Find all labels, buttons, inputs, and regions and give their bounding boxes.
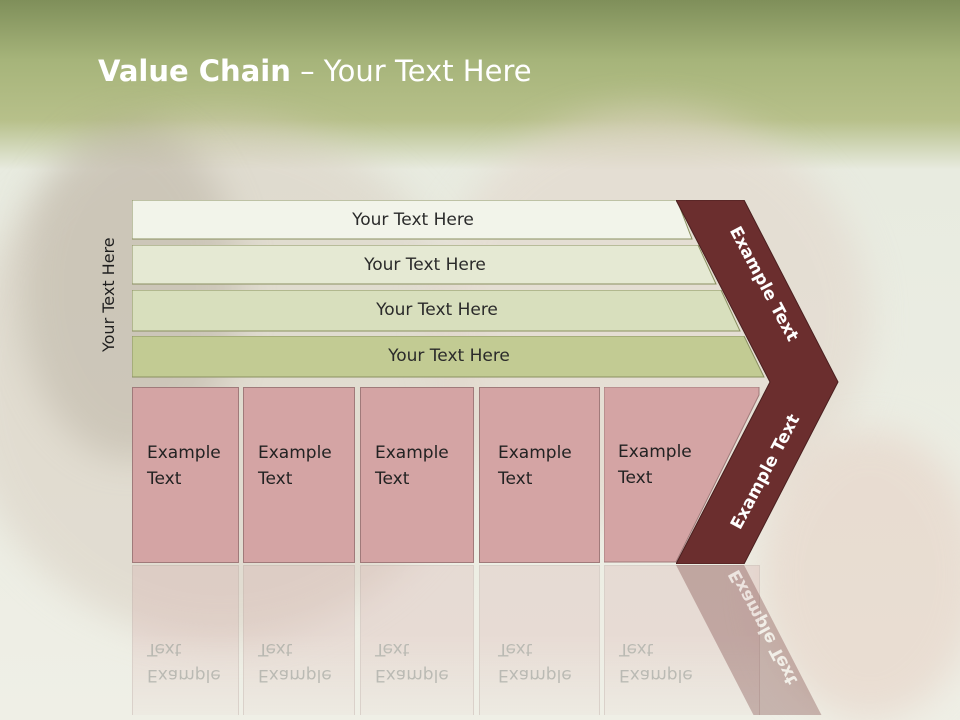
chevron-reflection: Example Text xyxy=(676,565,842,715)
background-photo-hand xyxy=(760,430,960,720)
row-2: Your Text Here xyxy=(132,245,718,285)
side-label: Your Text Here xyxy=(99,237,118,352)
row-2-label: Your Text Here xyxy=(364,255,486,275)
value-chevron xyxy=(676,200,839,564)
row-1: Your Text Here xyxy=(132,200,694,240)
row-4: Your Text Here xyxy=(132,336,766,378)
row-3-label: Your Text Here xyxy=(376,300,498,320)
row-4-label: Your Text Here xyxy=(388,346,510,366)
row-1-label: Your Text Here xyxy=(352,210,474,230)
slide-title: Value Chain – Your Text Here xyxy=(98,54,532,88)
row-3: Your Text Here xyxy=(132,290,742,332)
